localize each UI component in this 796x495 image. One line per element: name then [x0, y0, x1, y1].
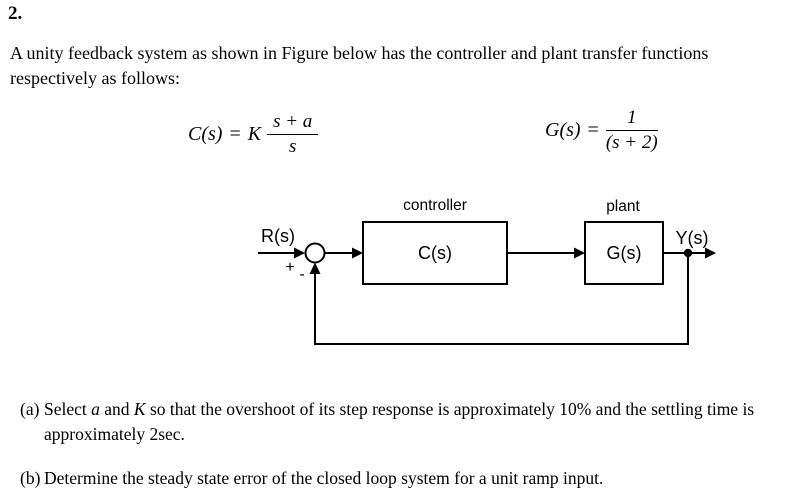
output-signal-label: Y(s) [676, 228, 709, 248]
question-b: (b) Determine the steady state error of … [20, 466, 790, 491]
intro-paragraph: A unity feedback system as shown in Figu… [10, 41, 792, 91]
variable-a: a [91, 399, 100, 419]
sum-to-controller-arrowhead-icon [352, 247, 363, 259]
plant-tf-fraction: 1 (s + 2) [605, 107, 658, 154]
controller-tf-denominator: s [288, 136, 297, 157]
question-b-text: Determine the steady state error of the … [44, 468, 604, 488]
question-b-label: (b) [20, 468, 41, 488]
plant-block [584, 221, 664, 285]
summing-junction [304, 242, 326, 264]
controller-transfer-function: C(s) = K s + a s [188, 111, 319, 158]
controller-tf-equals: = [229, 123, 241, 145]
plant-block-caption: plant [606, 198, 640, 215]
plant-tf-lhs: G(s) [545, 119, 581, 141]
question-a: (a) Select a and K so that the overshoot… [20, 397, 790, 446]
controller-tf-lhs: C(s) [188, 123, 223, 145]
plant-tf-numerator: 1 [605, 107, 658, 131]
controller-tf-fraction: s + a s [267, 111, 319, 158]
problem-number: 2. [8, 3, 23, 24]
plant-tf-denominator: (s + 2) [605, 132, 658, 153]
variable-K: K [133, 399, 146, 419]
feedback-line [314, 253, 689, 345]
input-arrowhead-icon [294, 247, 305, 259]
question-a-label: (a) [20, 399, 40, 419]
intro-line-1: A unity feedback system as shown in Figu… [10, 43, 709, 63]
intro-line-2: respectively as follows: [10, 68, 180, 88]
plant-block-label: G(s) [607, 243, 642, 263]
block-diagram-svg: controller plant R(s) + - C(s) G(s) [258, 197, 716, 345]
plant-transfer-function: G(s) = 1 (s + 2) [545, 107, 658, 154]
output-arrowhead-icon [705, 247, 716, 259]
controller-tf-numerator: s + a [267, 111, 319, 135]
input-signal-label: R(s) [261, 226, 295, 246]
plant-tf-equals: = [587, 119, 599, 141]
controller-to-plant-arrowhead-icon [574, 247, 585, 259]
controller-block-label: C(s) [418, 243, 452, 263]
controller-block-caption: controller [403, 197, 467, 214]
controller-tf-gain: K [247, 123, 262, 145]
sum-plus-sign: + [285, 259, 294, 276]
question-a-text: Select a and K so that the overshoot of … [44, 399, 755, 444]
feedback-arrowhead-icon [309, 262, 321, 274]
sum-minus-sign: - [299, 266, 304, 283]
block-diagram: controller plant R(s) + - C(s) G(s) [248, 188, 723, 358]
